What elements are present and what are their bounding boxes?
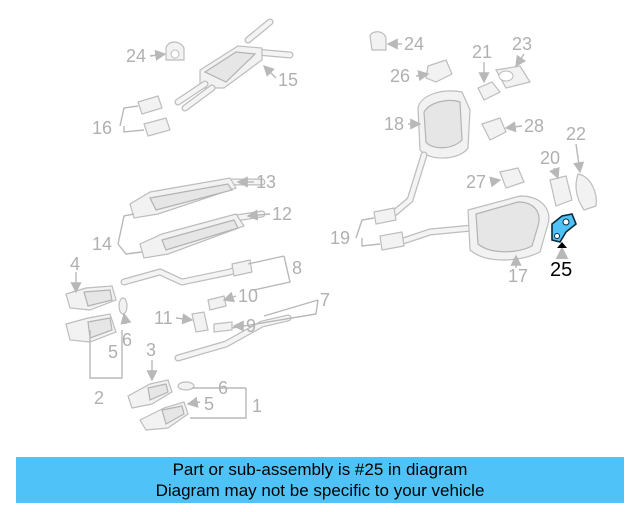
callout-9: 9 [246, 316, 256, 336]
callout-26: 26 [390, 66, 410, 86]
part-18-rear-muffler [388, 90, 471, 219]
callout-2: 2 [94, 388, 104, 408]
callout-22: 22 [566, 124, 586, 144]
callout-18: 18 [384, 114, 404, 134]
callout-12: 12 [272, 204, 292, 224]
part-27-hanger [499, 167, 525, 189]
callout-15: 15 [278, 70, 298, 90]
callout-28: 28 [524, 116, 544, 136]
part-6-gasket-lower [177, 381, 195, 391]
callout-20: 20 [540, 148, 560, 168]
part-8-pipe [120, 259, 253, 286]
callout-23: 23 [512, 34, 532, 54]
banner-line-2: Diagram may not be specific to your vehi… [155, 481, 485, 500]
part-9-gasket [213, 321, 233, 333]
callout-13: 13 [256, 172, 276, 192]
part-25-highlighted-bracket[interactable] [551, 213, 577, 243]
callout-10: 10 [238, 286, 258, 306]
part-13-converter [129, 177, 266, 219]
part-19-clamps-right [373, 207, 405, 251]
part-22-gasket [575, 173, 597, 211]
part-26-bracket [425, 59, 453, 83]
part-23-tailpipe-tip [495, 65, 531, 89]
callout-11: 11 [154, 308, 173, 328]
callout-labels: 24 15 16 24 26 21 23 18 28 22 20 27 19 1… [70, 34, 586, 416]
part-3-converter [127, 379, 173, 409]
callout-5-upper: 5 [108, 342, 118, 362]
part-12-converter [139, 210, 266, 259]
part-24-hanger-right [369, 31, 387, 51]
part-17-main-muffler [396, 195, 550, 261]
callout-6-upper: 6 [122, 330, 132, 350]
callout-24-right: 24 [404, 34, 424, 54]
callout-21: 21 [472, 42, 492, 62]
callout-19: 19 [330, 228, 350, 248]
banner-line-1: Part or sub-assembly is #25 in diagram [172, 460, 468, 479]
leader-lines [70, 38, 585, 419]
part-2-converter [65, 313, 117, 343]
callout-5-lower: 5 [204, 394, 214, 414]
info-banner: Part or sub-assembly is #25 in diagram D… [16, 457, 624, 503]
callout-4: 4 [70, 254, 80, 274]
part-15-front-pipe-assembly [174, 18, 294, 112]
callout-1: 1 [252, 396, 262, 416]
callout-25-highlighted: 25 [550, 259, 572, 281]
callout-6-lower: 6 [218, 378, 228, 398]
part-10-gasket [207, 295, 227, 311]
callout-14: 14 [92, 234, 112, 254]
part-11-bracket [191, 311, 209, 333]
callout-24-left: 24 [126, 46, 146, 66]
part-1-converter [139, 401, 189, 431]
part-21-tip [477, 81, 501, 101]
exhaust-system-diagram: 24 15 16 24 26 21 23 18 28 22 20 27 19 1… [65, 18, 597, 431]
part-16-clamps-left [137, 95, 171, 137]
callout-3: 3 [146, 340, 156, 360]
callout-17: 17 [508, 266, 528, 286]
callout-8: 8 [292, 258, 302, 278]
callout-16: 16 [92, 118, 112, 138]
part-6-gasket-upper [118, 297, 128, 315]
callout-27: 27 [466, 172, 486, 192]
part-28-bracket [481, 117, 507, 141]
part-4-converter [65, 285, 117, 311]
part-24-hanger-left [165, 41, 185, 61]
part-20-tip [549, 175, 573, 207]
callout-7: 7 [320, 290, 330, 310]
